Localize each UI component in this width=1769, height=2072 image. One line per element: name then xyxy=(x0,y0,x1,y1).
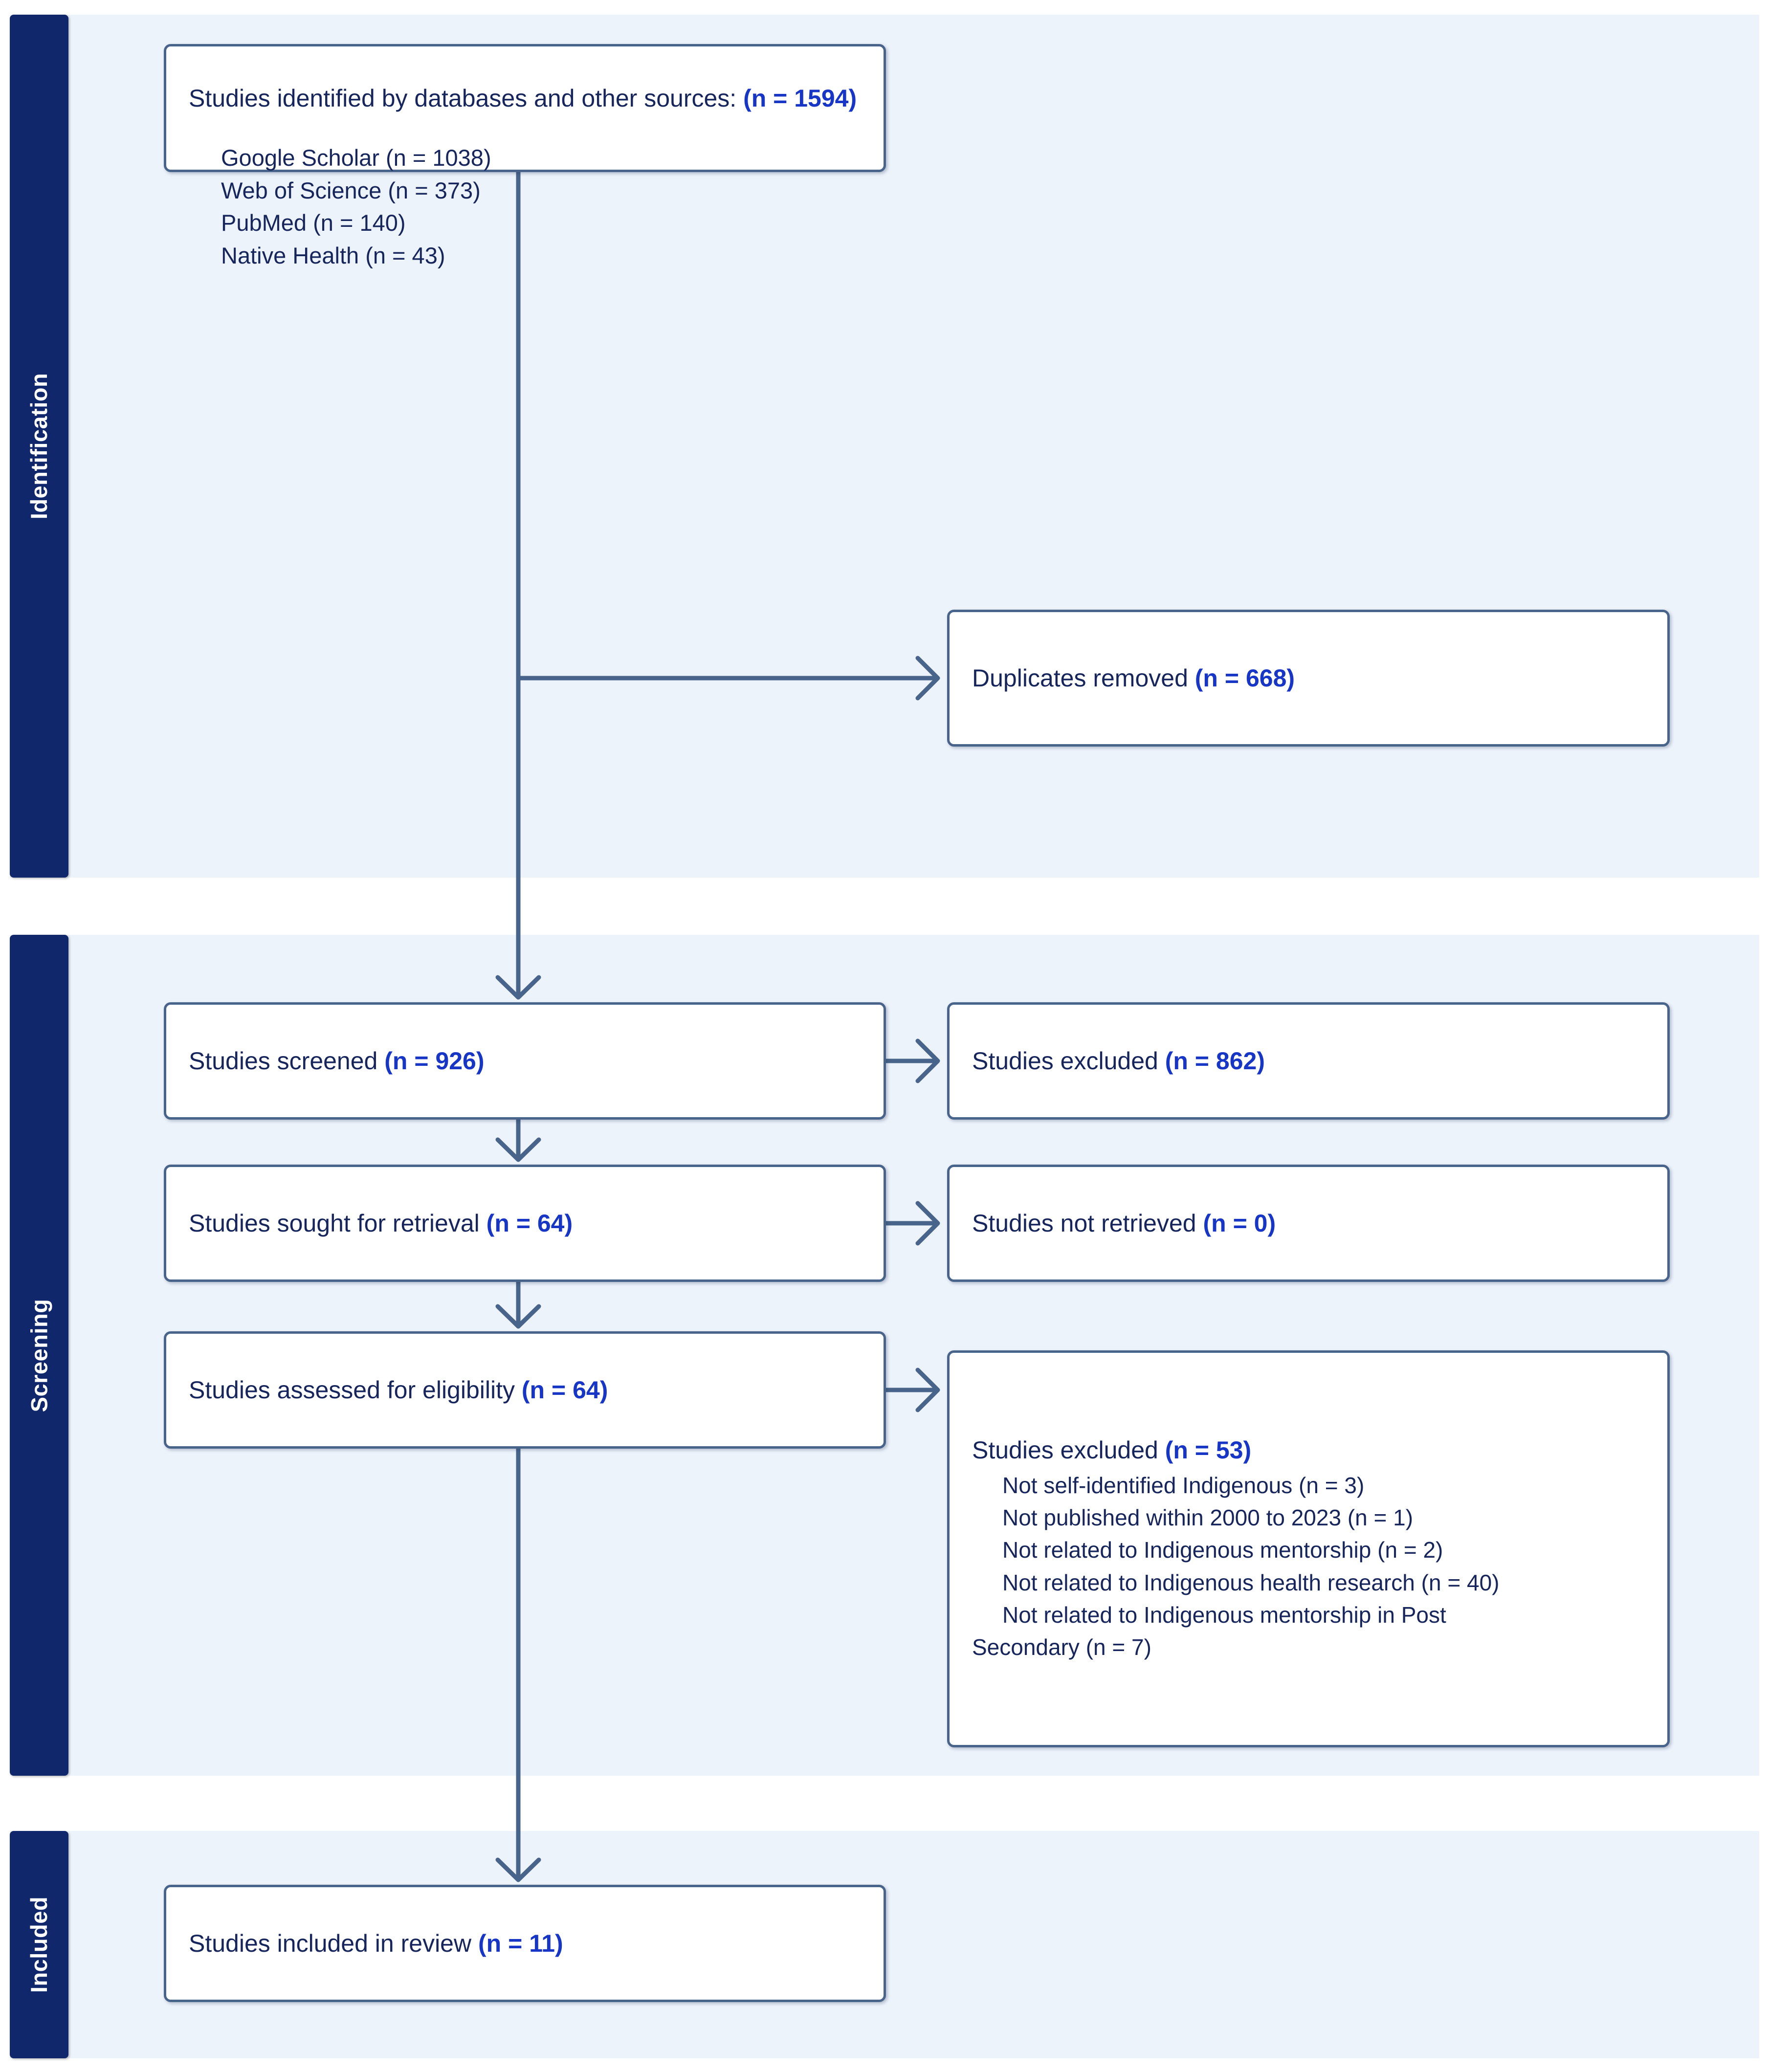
studies-excluded-screening-heading: Studies excluded (n = 862) xyxy=(972,1045,1645,1077)
duplicates-removed-label: Duplicates removed xyxy=(972,664,1188,692)
studies-excluded-screening-label: Studies excluded xyxy=(972,1047,1158,1075)
exclusion-reason-item-continuation: Secondary (n = 7) xyxy=(972,1634,1151,1660)
box-studies-identified: Studies identified by databases and othe… xyxy=(164,44,886,268)
duplicates-removed-count: (n = 668) xyxy=(1194,664,1295,692)
studies-sought-heading: Studies sought for retrieval (n = 64) xyxy=(189,1208,861,1239)
studies-sought-label: Studies sought for retrieval xyxy=(189,1209,480,1237)
box-duplicates-removed: Duplicates removed (n = 668) xyxy=(947,610,1670,747)
exclusion-reason-list: Not self-identified Indigenous (n = 3) N… xyxy=(972,1469,1645,1663)
studies-sought-count: (n = 64) xyxy=(486,1209,573,1237)
studies-eligibility-label: Studies assessed for eligibility xyxy=(189,1376,515,1404)
studies-excluded-eligibility-count: (n = 53) xyxy=(1165,1436,1252,1464)
studies-not-retrieved-label: Studies not retrieved xyxy=(972,1209,1196,1237)
studies-not-retrieved-heading: Studies not retrieved (n = 0) xyxy=(972,1208,1645,1239)
phase-label-identification-text: Identification xyxy=(26,373,52,520)
exclusion-reason-item: Not related to Indigenous mentorship in … xyxy=(1002,1602,1446,1628)
studies-identified-heading: Studies identified by databases and othe… xyxy=(189,83,861,114)
studies-identified-label: Studies identified by databases and othe… xyxy=(189,85,737,112)
studies-excluded-screening-count: (n = 862) xyxy=(1165,1047,1265,1075)
phase-label-included: Included xyxy=(10,1831,68,2058)
box-studies-excluded-screening: Studies excluded (n = 862) xyxy=(947,1002,1670,1120)
studies-screened-label: Studies screened xyxy=(189,1047,378,1075)
box-studies-assessed-for-eligibility: Studies assessed for eligibility (n = 64… xyxy=(164,1331,886,1449)
studies-screened-heading: Studies screened (n = 926) xyxy=(189,1045,861,1077)
phase-label-included-text: Included xyxy=(26,1896,52,1993)
source-item: Web of Science (n = 373) xyxy=(221,177,481,203)
exclusion-reason-item: Not related to Indigenous mentorship (n … xyxy=(1002,1537,1443,1563)
source-item: Google Scholar (n = 1038) xyxy=(221,145,491,171)
exclusion-reason-item: Not published within 2000 to 2023 (n = 1… xyxy=(1002,1505,1414,1531)
studies-eligibility-count: (n = 64) xyxy=(521,1376,608,1404)
studies-included-heading: Studies included in review (n = 11) xyxy=(189,1928,861,1960)
box-studies-excluded-eligibility: Studies excluded (n = 53) Not self-ident… xyxy=(947,1350,1670,1747)
studies-included-count: (n = 11) xyxy=(478,1929,563,1957)
studies-excluded-eligibility-label: Studies excluded xyxy=(972,1436,1158,1464)
studies-identified-count: (n = 1594) xyxy=(743,85,857,112)
phase-label-screening: Screening xyxy=(10,935,68,1776)
studies-eligibility-heading: Studies assessed for eligibility (n = 64… xyxy=(189,1374,861,1406)
box-studies-not-retrieved: Studies not retrieved (n = 0) xyxy=(947,1165,1670,1282)
source-item: PubMed (n = 140) xyxy=(221,210,406,236)
box-studies-sought-for-retrieval: Studies sought for retrieval (n = 64) xyxy=(164,1165,886,1282)
phase-label-screening-text: Screening xyxy=(26,1299,52,1412)
source-breakdown-list: Google Scholar (n = 1038) Web of Science… xyxy=(189,142,861,272)
source-item: Native Health (n = 43) xyxy=(221,242,445,269)
studies-included-label: Studies included in review xyxy=(189,1929,472,1957)
box-studies-screened: Studies screened (n = 926) xyxy=(164,1002,886,1120)
studies-screened-count: (n = 926) xyxy=(384,1047,485,1075)
duplicates-removed-heading: Duplicates removed (n = 668) xyxy=(972,662,1645,694)
phase-label-identification: Identification xyxy=(10,15,68,878)
box-studies-included-in-review: Studies included in review (n = 11) xyxy=(164,1885,886,2002)
studies-not-retrieved-count: (n = 0) xyxy=(1203,1209,1276,1237)
exclusion-reason-item: Not related to Indigenous health researc… xyxy=(1002,1569,1500,1595)
studies-excluded-eligibility-heading: Studies excluded (n = 53) xyxy=(972,1434,1645,1466)
exclusion-reason-item: Not self-identified Indigenous (n = 3) xyxy=(1002,1472,1365,1498)
